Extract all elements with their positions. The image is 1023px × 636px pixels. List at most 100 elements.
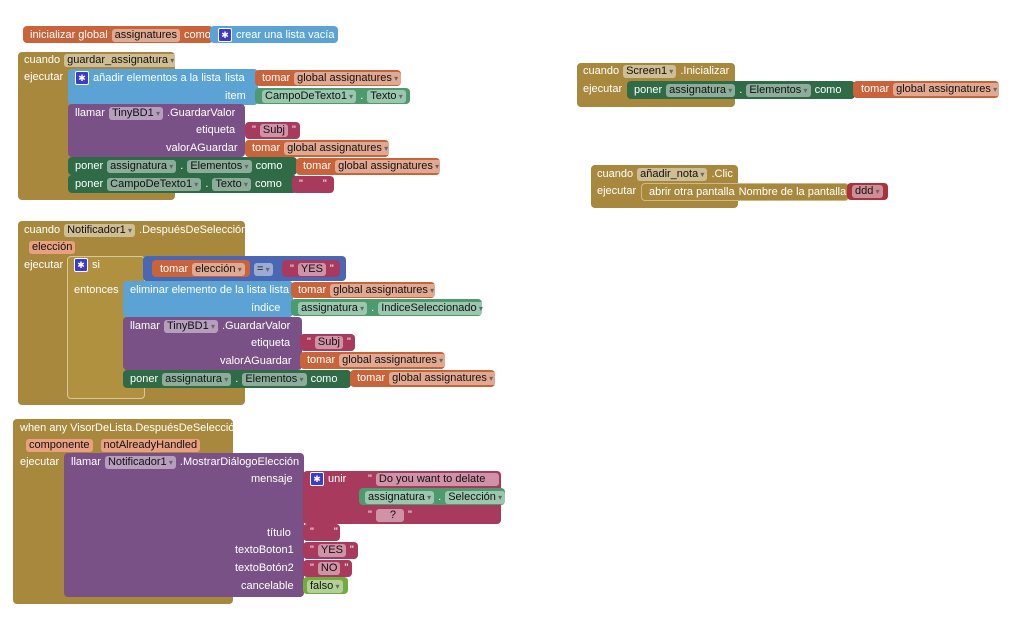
var-dropdown[interactable]: global assignatures bbox=[893, 82, 1001, 96]
component-dropdown[interactable]: assignatura bbox=[365, 490, 435, 504]
property-dropdown[interactable]: Elementos bbox=[746, 83, 811, 97]
gear-icon[interactable]: ✱ bbox=[74, 258, 88, 272]
mensaje-label: mensaje bbox=[251, 473, 293, 485]
quote: " bbox=[310, 526, 314, 538]
block-row: textoBoton1 bbox=[235, 542, 294, 558]
component-dropdown[interactable]: CampoDeTexto1 bbox=[262, 89, 357, 103]
var-dropdown[interactable]: global assignatures bbox=[294, 71, 402, 85]
block-row: "Do you want to delate" bbox=[368, 471, 507, 487]
poner-label: poner bbox=[634, 84, 663, 96]
string-value[interactable]: YES bbox=[297, 262, 326, 276]
tomar-label: tomar bbox=[160, 263, 189, 275]
llamar-label: llamar bbox=[75, 107, 105, 119]
param-not-already-handled[interactable]: notAlreadyHandled bbox=[100, 438, 201, 452]
block-row: ejecutar bbox=[597, 183, 636, 199]
ejecutar-label: ejecutar bbox=[24, 259, 64, 271]
property-dropdown[interactable]: Elementos bbox=[187, 159, 252, 173]
block-row: ✱ añadir elementos a la lista bbox=[75, 70, 221, 86]
var-dropdown[interactable]: global assignatures bbox=[339, 353, 447, 367]
string-value[interactable]: Do you want to delate bbox=[375, 472, 500, 486]
component-dropdown[interactable]: TinyBD1 bbox=[108, 106, 163, 120]
component-dropdown[interactable]: TinyBD1 bbox=[163, 319, 218, 333]
string-value[interactable]: ? bbox=[375, 508, 405, 522]
block-row: entonces bbox=[74, 282, 119, 298]
property-dropdown[interactable]: IndiceSeleccionado bbox=[378, 301, 486, 315]
global-var-name[interactable]: assignatures bbox=[111, 28, 181, 42]
string-block[interactable] bbox=[300, 334, 355, 351]
block-row: componente notAlreadyHandled bbox=[26, 437, 201, 453]
gear-icon[interactable]: ✱ bbox=[218, 28, 232, 42]
screen-name-label: Nombre de la pantalla bbox=[738, 186, 847, 198]
property-dropdown[interactable]: Selección bbox=[445, 490, 506, 504]
var-dropdown[interactable]: global assignatures bbox=[330, 283, 438, 297]
entonces-label: entonces bbox=[74, 284, 119, 296]
string-value[interactable]: NO bbox=[317, 561, 341, 575]
call-show-choose-dialog-block[interactable] bbox=[64, 453, 304, 597]
remove-list-item-block[interactable] bbox=[123, 281, 293, 317]
screen-dropdown[interactable]: ddd bbox=[852, 184, 883, 198]
quote: " bbox=[252, 124, 256, 136]
var-dropdown[interactable]: global assignatures bbox=[284, 141, 392, 155]
cuando-label: cuando bbox=[24, 224, 61, 236]
var-dropdown[interactable]: global assignatures bbox=[335, 159, 443, 173]
event-name: .DespuésDeSelección bbox=[139, 224, 248, 236]
block-row: ✱si bbox=[74, 257, 100, 273]
component-dropdown[interactable]: Screen1 bbox=[623, 64, 677, 78]
block-row: etiqueta bbox=[196, 122, 235, 138]
component-dropdown[interactable]: assignatura bbox=[107, 159, 177, 173]
property-dropdown[interactable]: Elementos bbox=[242, 372, 307, 386]
boolean-dropdown[interactable]: falso bbox=[307, 579, 343, 593]
quote: " bbox=[346, 336, 351, 348]
param-eleccion[interactable]: elección bbox=[29, 240, 76, 254]
add-label: añadir elementos a la lista bbox=[93, 72, 221, 84]
component-dropdown[interactable]: guardar_assignatura bbox=[64, 53, 178, 67]
string-block[interactable] bbox=[245, 122, 300, 139]
method-name: .GuardarValor bbox=[221, 320, 291, 332]
string-value[interactable]: YES bbox=[317, 543, 346, 557]
como-label: como bbox=[814, 84, 842, 96]
texto-boton1-label: textoBoton1 bbox=[235, 544, 294, 556]
property-dropdown[interactable]: Texto bbox=[212, 177, 251, 191]
component-dropdown[interactable]: assignatura bbox=[162, 372, 232, 386]
dot: . bbox=[205, 178, 209, 190]
component-dropdown[interactable]: CampoDeTexto1 bbox=[107, 177, 202, 191]
block-row: cancelable bbox=[241, 578, 294, 594]
ejecutar-label: ejecutar bbox=[24, 71, 64, 83]
operator-dropdown[interactable]: = bbox=[254, 262, 273, 276]
create-empty-list-block[interactable] bbox=[210, 26, 338, 43]
property-dropdown[interactable]: Texto bbox=[367, 89, 406, 103]
component-dropdown[interactable]: añadir_nota bbox=[637, 167, 708, 181]
string-block[interactable] bbox=[303, 542, 358, 559]
gear-icon[interactable]: ✱ bbox=[75, 71, 89, 85]
quote: " bbox=[291, 124, 296, 136]
string-value[interactable]: Subj bbox=[259, 123, 288, 137]
add-items-block[interactable] bbox=[68, 69, 258, 105]
var-dropdown[interactable]: global assignatures bbox=[389, 371, 497, 385]
gear-icon[interactable]: ✱ bbox=[310, 472, 324, 486]
titulo-label: título bbox=[267, 527, 291, 539]
component-dropdown[interactable]: assignatura bbox=[298, 301, 368, 315]
component-dropdown[interactable]: Notificador1 bbox=[64, 223, 136, 237]
initialize-global-block[interactable] bbox=[23, 26, 213, 43]
tomar-label: tomar bbox=[861, 83, 890, 95]
block-row: textoBotón2 bbox=[235, 560, 294, 576]
component-dropdown[interactable]: assignatura bbox=[666, 83, 736, 97]
block-row: ejecutar bbox=[583, 81, 622, 97]
component-dropdown[interactable]: Notificador1 bbox=[104, 455, 176, 469]
string-block[interactable] bbox=[282, 260, 340, 277]
string-value[interactable]: Subj bbox=[314, 335, 343, 349]
empty-string-block[interactable] bbox=[292, 176, 334, 193]
string-block[interactable] bbox=[303, 560, 352, 577]
empty-string-block[interactable] bbox=[303, 524, 340, 541]
block-row: valorAGuardar bbox=[166, 140, 238, 156]
block-row: "Subj" bbox=[307, 334, 351, 350]
param-componente[interactable]: componente bbox=[26, 438, 93, 452]
var-dropdown[interactable]: elección bbox=[192, 262, 245, 276]
